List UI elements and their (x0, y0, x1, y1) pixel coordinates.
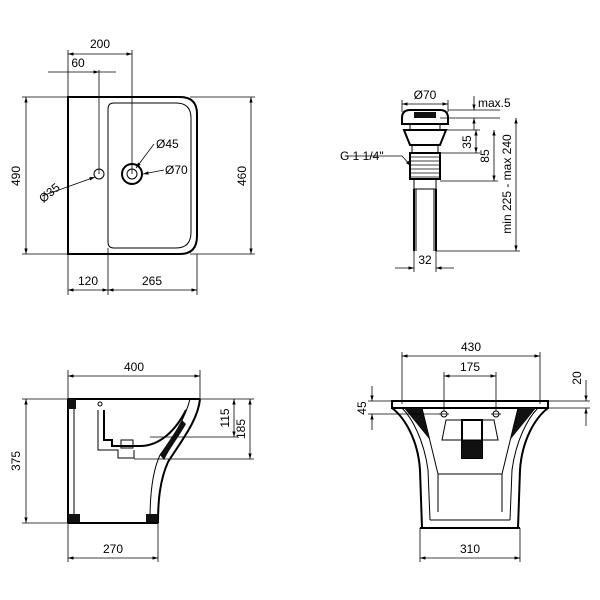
front-right-leg (517, 407, 549, 529)
drain-max5-label: max.5 (478, 96, 511, 110)
dim-120-label: 120 (78, 274, 98, 288)
front-dim-310-label: 310 (460, 542, 480, 556)
dim-60-label: 60 (71, 56, 85, 70)
top-view: 200 60 490 460 120 265 Ø35 Ø45 Ø70 (9, 37, 255, 295)
drain-thread-label: G 1 1/4" (340, 149, 384, 163)
hole-70-label: Ø70 (165, 163, 188, 177)
drain-pipe (413, 189, 437, 251)
drain-range-label: min 225 - max 240 (500, 134, 514, 234)
dim-265-label: 265 (142, 274, 162, 288)
front-left-leg (391, 407, 423, 529)
front-dim-20-label: 20 (570, 371, 584, 385)
front-dim-45-label: 45 (355, 401, 369, 415)
front-dim-430-label: 430 (461, 340, 481, 354)
side-dim-400-label: 400 (124, 360, 144, 374)
dim-460-label: 460 (235, 166, 249, 186)
drain-view: Ø70 max.5 35 85 min 225 - max 240 G 1 1/… (340, 88, 520, 272)
front-dim-175-label: 175 (460, 360, 480, 374)
side-dim-115-label: 115 (218, 408, 232, 427)
drain-85-label: 85 (478, 149, 492, 163)
side-dim-270-label: 270 (103, 542, 123, 556)
drain-32-label: 32 (418, 253, 432, 267)
side-bowl (103, 409, 187, 447)
side-dim-375-label: 375 (9, 451, 23, 471)
dim-490-label: 490 (9, 166, 23, 186)
dim-200-label: 200 (90, 37, 110, 51)
front-view: 430 175 20 45 310 (355, 340, 590, 562)
hole-45-label: Ø45 (156, 137, 179, 151)
side-dim-185-label: 185 (234, 419, 248, 439)
hole-35-label: Ø35 (36, 180, 63, 206)
drain-35-label: 35 (460, 135, 474, 149)
drain-dia-70-label: Ø70 (414, 88, 437, 102)
front-rim (391, 400, 549, 409)
basin-bowl (107, 102, 192, 249)
side-view: 400 375 115 185 270 (9, 360, 254, 562)
drain-thread (409, 152, 441, 180)
basin-outline (67, 96, 198, 255)
side-front-profile (157, 398, 201, 524)
